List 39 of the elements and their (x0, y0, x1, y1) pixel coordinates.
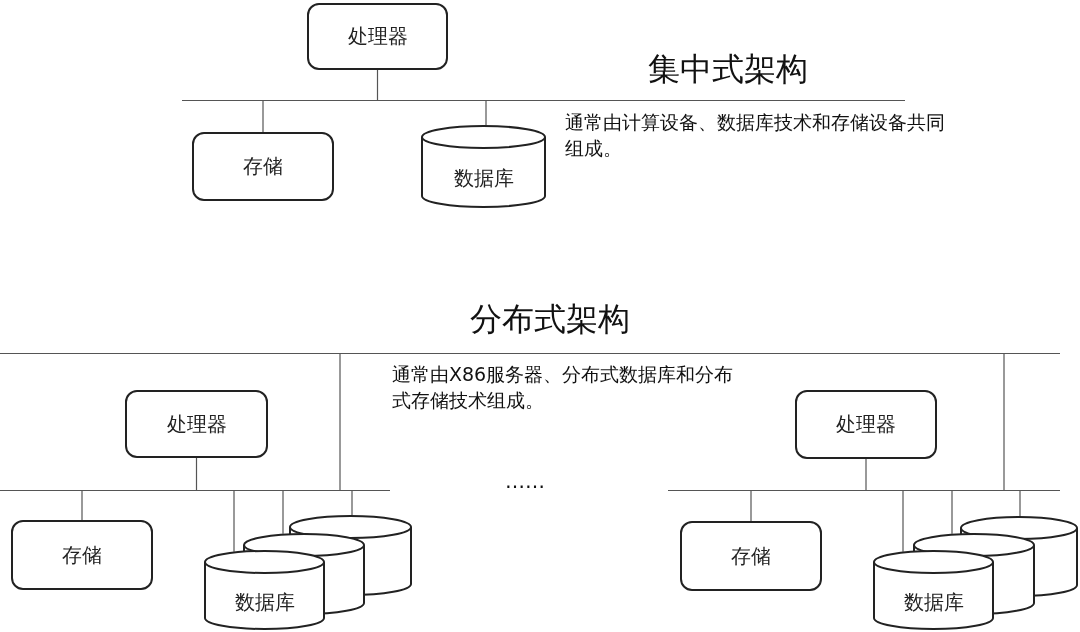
node-label: 数据库 (453, 165, 514, 192)
connector-line (1003, 352, 1005, 491)
node-label: 存储 (731, 542, 771, 570)
connector-line (81, 489, 83, 521)
node-label: 处理器 (347, 23, 408, 50)
bus-line (668, 490, 1060, 491)
connector-line (339, 352, 341, 491)
component-box (795, 390, 937, 459)
connector-line (262, 99, 264, 133)
bus-line (182, 100, 905, 101)
component-box (192, 132, 334, 201)
connector-line (282, 489, 284, 535)
connector-line (485, 99, 487, 126)
bus-line (0, 490, 390, 491)
section-heading: 分布式架构 (470, 302, 631, 338)
component-box (680, 521, 822, 591)
component-box (307, 3, 448, 70)
connector-line (351, 489, 353, 516)
component-box (11, 520, 153, 590)
connector-line (865, 458, 867, 491)
section-heading: 集中式架构 (648, 52, 809, 88)
ellipsis-text: …… (505, 470, 546, 492)
connector-line (951, 489, 953, 535)
connector-line (376, 69, 379, 101)
connector-line (195, 457, 198, 491)
connector-line (902, 489, 904, 553)
node-label: 存储 (243, 153, 283, 180)
bus-line (0, 353, 1060, 354)
description-text: 通常由计算设备、数据库技术和存储设备共同组成。 (565, 110, 945, 161)
node-label: 处理器 (166, 410, 227, 438)
component-box (125, 390, 268, 458)
node-label: 存储 (62, 541, 102, 569)
connector-line (233, 489, 235, 553)
node-label: 处理器 (836, 411, 896, 438)
node-label: 数据库 (234, 588, 295, 616)
description-text: 通常由X86服务器、分布式数据库和分布式存储技术组成。 (392, 362, 735, 413)
node-label: 数据库 (903, 588, 964, 616)
connector-line (1019, 489, 1021, 517)
connector-line (750, 489, 752, 522)
